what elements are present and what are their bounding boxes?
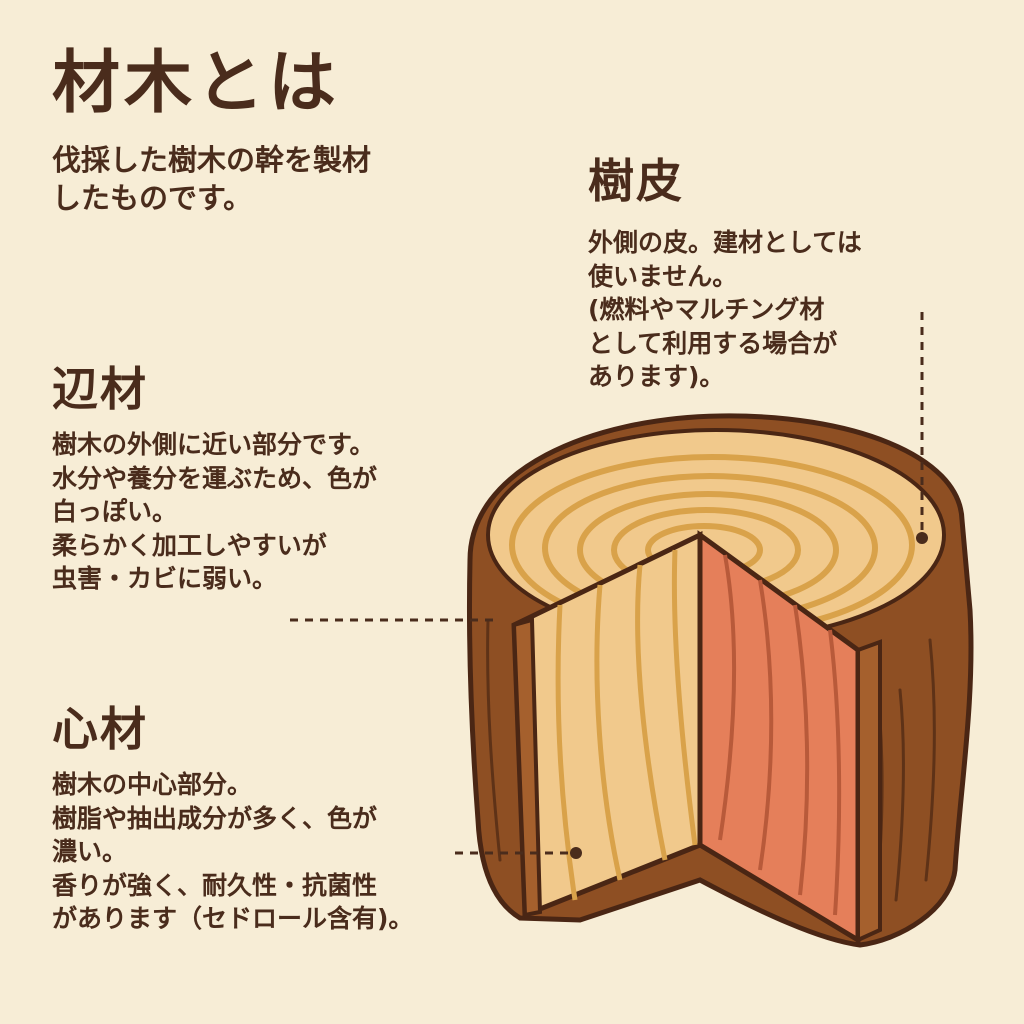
intro-line: したものです。 xyxy=(52,180,253,215)
heartwood-heading: 心材 xyxy=(52,702,148,756)
intro-section: 材木とは 伐採した樹木の幹を製材 したものです。 xyxy=(52,50,371,217)
heartwood-text: 樹木の中心部分。 樹脂や抽出成分が多く、色が 濃い。 香りが強く、耐久性・抗菌性… xyxy=(52,768,413,936)
sapwood-line: 樹木の外側に近い部分です。 xyxy=(52,430,375,459)
bark-text: 外側の皮。建材としては 使いません。 (燃料やマルチング材 として利用する場合が… xyxy=(588,226,862,394)
bark-heading: 樹皮 xyxy=(588,154,684,208)
bark-line: として利用する場合が xyxy=(588,328,838,358)
heartwood-grain xyxy=(718,554,842,916)
bark-line: (燃料やマルチング材 xyxy=(588,295,825,324)
leader-lines xyxy=(290,312,924,855)
sapwood-line: 柔らかく加工しやすいが xyxy=(52,530,327,560)
bark-section: 樹皮 外側の皮。建材としては 使いません。 (燃料やマルチング材 として利用する… xyxy=(588,158,862,394)
bark-line: あります)。 xyxy=(588,362,725,391)
sapwood-line: 虫害・カビに弱い。 xyxy=(52,564,278,593)
heartwood-line: 濃い。 xyxy=(52,837,128,866)
sapwood-text: 樹木の外側に近い部分です。 水分や養分を運ぶため、色が 白っぽい。 柔らかく加工… xyxy=(52,428,377,596)
bark-line: 使いません。 xyxy=(588,261,738,291)
heartwood-line: 樹木の中心部分。 xyxy=(52,770,253,799)
sapwood-line: 白っぽい。 xyxy=(52,497,178,526)
page-title: 材木とは xyxy=(52,44,341,123)
sapwood-section: 辺材 樹木の外側に近い部分です。 水分や養分を運ぶため、色が 白っぽい。 柔らか… xyxy=(52,366,377,596)
intro-text: 伐採した樹木の幹を製材 したものです。 xyxy=(52,142,371,217)
intro-line: 伐採した樹木の幹を製材 xyxy=(52,143,372,177)
bark-line: 外側の皮。建材としては xyxy=(588,228,862,257)
sapwood-line: 水分や養分を運ぶため、色が xyxy=(52,463,378,493)
heartwood-leader-dot xyxy=(570,847,582,859)
bark-rim-left xyxy=(511,617,543,918)
sapwood-heading: 辺材 xyxy=(52,362,148,416)
heartwood-line: があります（セドロール含有)。 xyxy=(52,904,414,933)
heartwood-line: 香りが強く、耐久性・抗菌性 xyxy=(52,870,378,900)
heartwood-section: 心材 樹木の中心部分。 樹脂や抽出成分が多く、色が 濃い。 香りが強く、耐久性・… xyxy=(52,706,413,936)
heartwood-line: 樹脂や抽出成分が多く、色が xyxy=(52,803,378,833)
bark-leader-dot xyxy=(916,532,928,544)
sapwood-grain xyxy=(555,549,698,901)
bark-rim-right xyxy=(856,639,882,944)
